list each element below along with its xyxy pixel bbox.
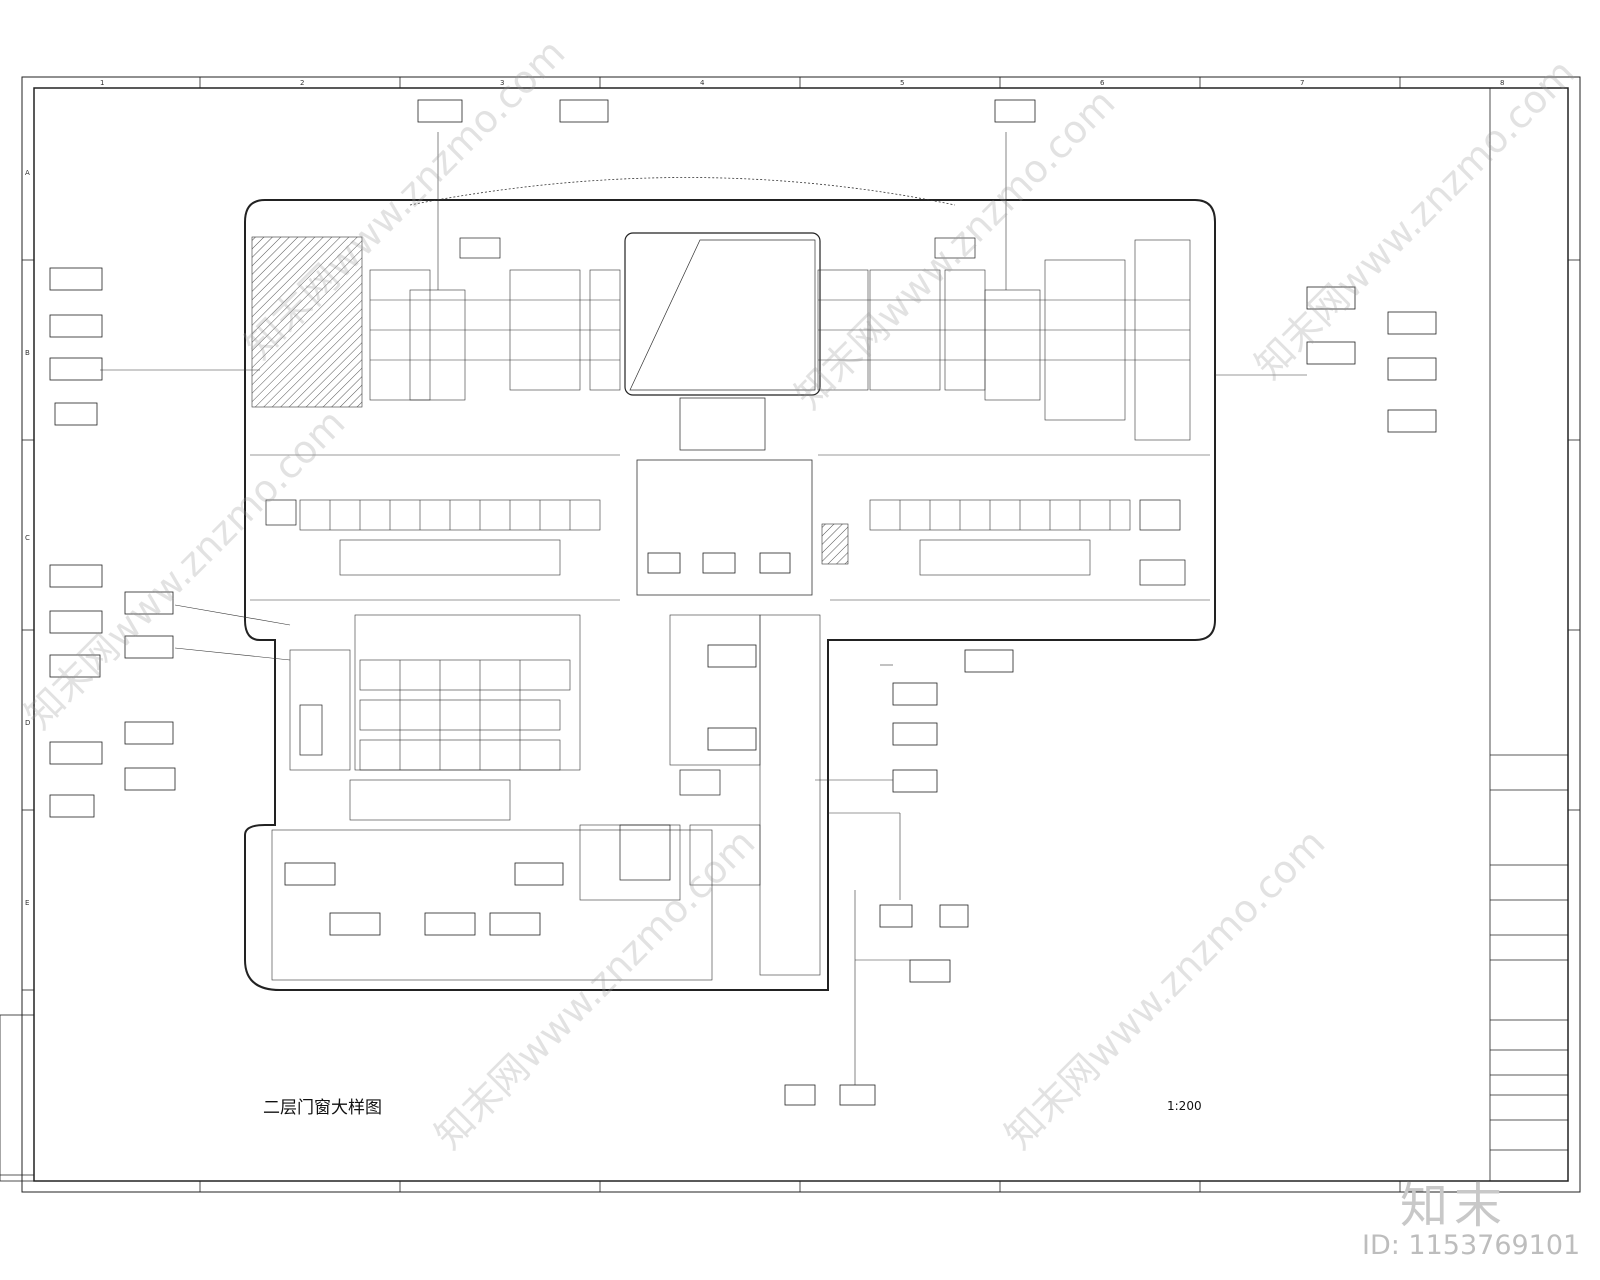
building-outline <box>244 199 1216 991</box>
hatched-area-north-west <box>251 236 363 408</box>
left-notes-strip <box>0 1014 35 1182</box>
title-block <box>1489 88 1568 1181</box>
grid-label-col-1: 1 <box>100 79 104 87</box>
rooms-south-wing <box>271 614 821 981</box>
sheet-border-outer <box>21 76 1581 1193</box>
atrium-void <box>624 232 821 396</box>
leader-lines <box>100 132 1307 1085</box>
grid-label-row-e: E <box>25 899 29 907</box>
grid-labels: 1 2 3 4 5 6 7 8 A B C D E <box>25 79 1504 907</box>
hatched-core-east <box>821 523 849 565</box>
grid-label-col-5: 5 <box>900 79 904 87</box>
drawing-scale: 1:200 <box>1167 1099 1202 1113</box>
grid-label-col-4: 4 <box>700 79 705 87</box>
watermark-logo: 知末 <box>1400 1178 1509 1234</box>
rooms-middle <box>250 499 1210 601</box>
grid-label-row-c: C <box>25 534 30 542</box>
stair-cores <box>265 237 1186 881</box>
central-courtyard <box>636 459 813 596</box>
grid-label-row-a: A <box>25 169 30 177</box>
grid-label-row-b: B <box>25 349 30 357</box>
grid-label-col-2: 2 <box>300 79 304 87</box>
grid-label-col-8: 8 <box>1500 79 1504 87</box>
atrium-diagonal <box>629 239 816 391</box>
grid-ticks <box>22 77 1580 1192</box>
roof-arc <box>409 177 956 206</box>
grid-label-col-3: 3 <box>500 79 504 87</box>
grid-label-col-7: 7 <box>1300 79 1304 87</box>
sheet-border-inner <box>33 87 1569 1182</box>
rooms-north <box>250 239 1210 456</box>
watermark-id: ID: 1153769101 <box>1362 1230 1581 1261</box>
grid-label-col-6: 6 <box>1100 79 1105 87</box>
drawing-title: 二层门窗大样图 <box>263 1098 382 1118</box>
grid-label-row-d: D <box>25 719 30 727</box>
window-detail-elevations <box>49 99 1437 1106</box>
